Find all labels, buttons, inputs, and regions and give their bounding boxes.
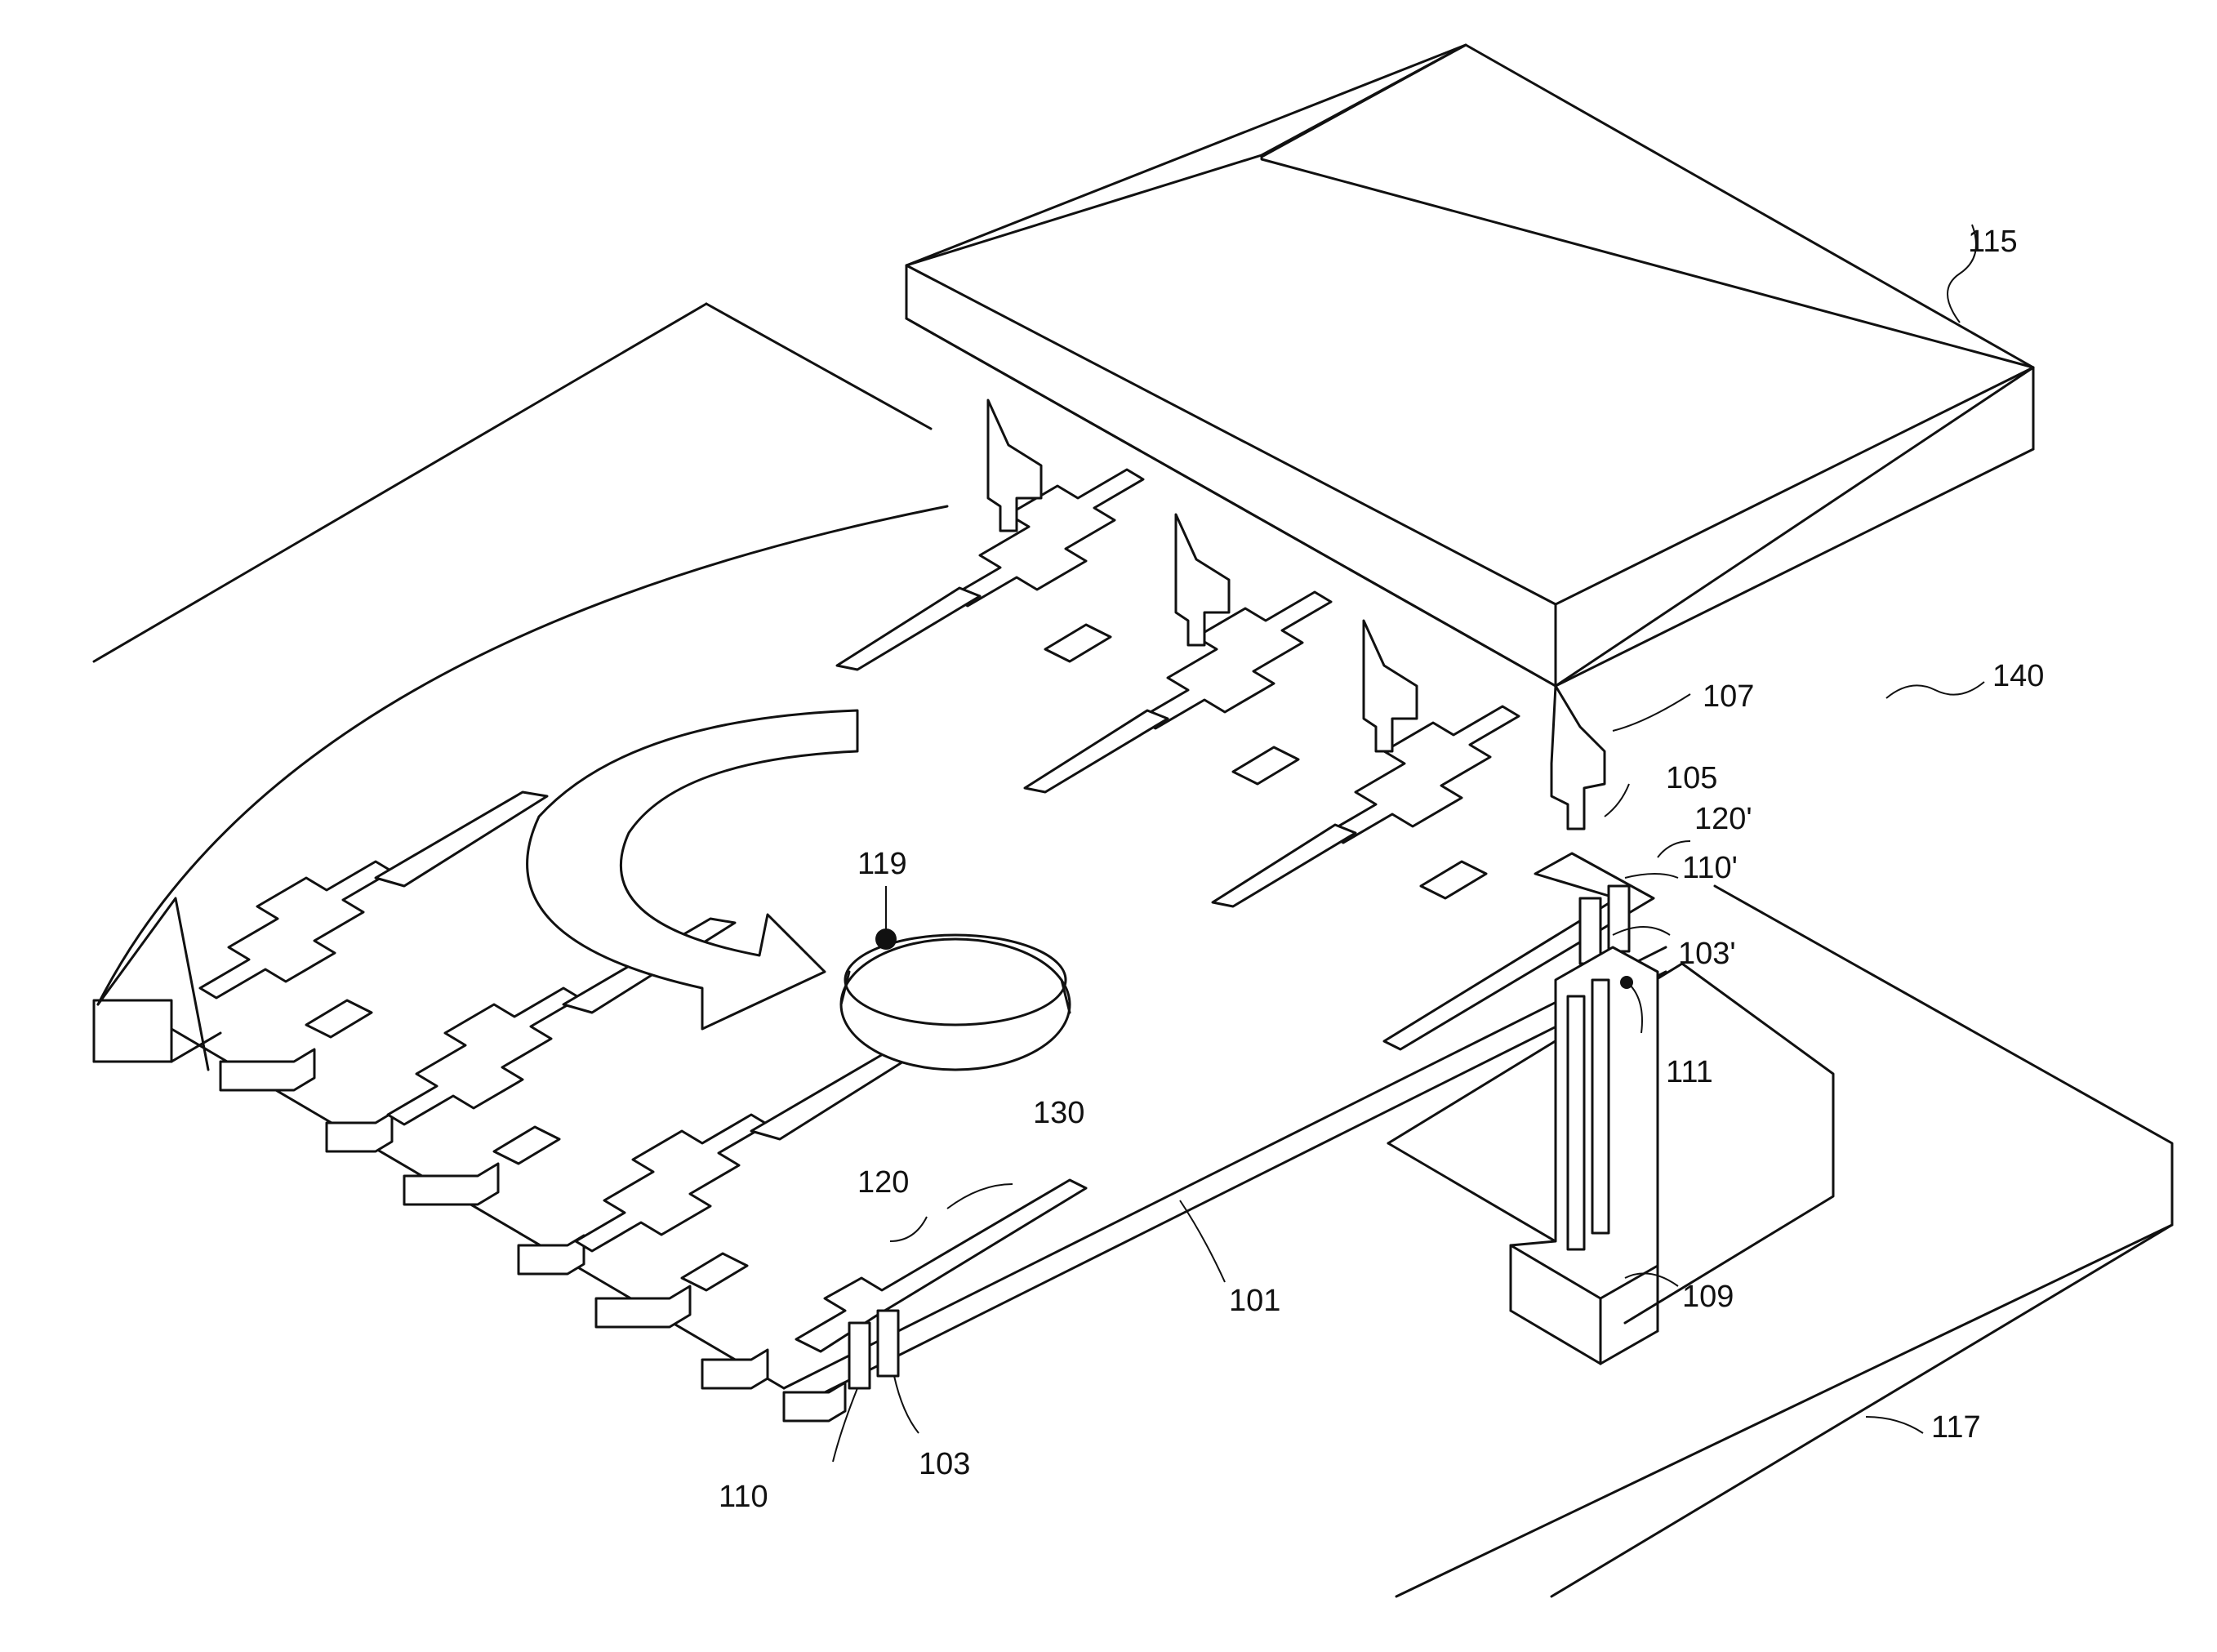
label-119: 119 <box>857 847 907 881</box>
label-103: 103 <box>919 1447 970 1481</box>
label-101: 101 <box>1229 1284 1280 1318</box>
label-105: 105 <box>1666 761 1717 795</box>
left-plate <box>94 304 931 661</box>
rotation-arrow <box>528 710 857 1029</box>
label-115: 115 <box>1968 225 2018 259</box>
label-110: 110 <box>719 1480 768 1514</box>
label-111: 111 <box>1666 1055 1713 1089</box>
label-117: 117 <box>1931 1410 1981 1445</box>
label-140: 140 <box>1992 659 2044 693</box>
support-surface-117 <box>1396 886 2172 1596</box>
label-130: 130 <box>1033 1096 1084 1130</box>
edge-blocks <box>220 1049 845 1421</box>
label-110-prime: 110' <box>1682 851 1738 885</box>
label-107: 107 <box>1703 679 1754 714</box>
stand-109 <box>1511 947 1658 1364</box>
label-120-prime: 120' <box>1694 802 1752 836</box>
nozzle-ring-119 <box>841 928 1070 1070</box>
label-103-prime: 103' <box>1678 937 1736 971</box>
label-109: 109 <box>1682 1280 1734 1314</box>
label-120: 120 <box>857 1165 909 1200</box>
pickup-head-115 <box>906 45 2033 686</box>
